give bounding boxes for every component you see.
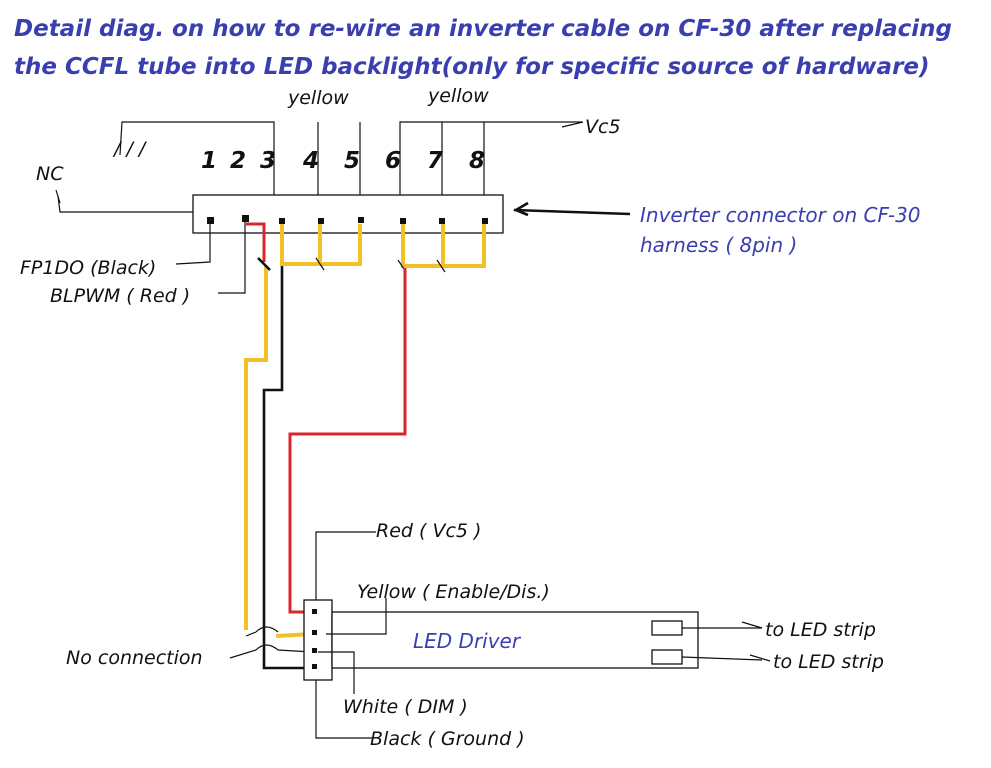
label-no-connection: No connection [66,647,203,669]
driver-connector [303,599,333,681]
red-wire-vc5 [288,268,407,614]
label-black-ground: Black ( Ground ) [370,728,525,750]
label-yellow-right: yellow [427,85,489,107]
blpwm-wire [218,222,246,294]
top-bus-lines [119,121,584,195]
pin-number-1: 1 [201,148,217,174]
ground-symbol: / / / [112,138,148,160]
pin-number-7: 7 [427,148,443,174]
label-fp1do: FP1DO (Black) [20,257,156,279]
driver-connector-pins [312,609,317,669]
label-to-led-strip-2: to LED strip [773,651,884,673]
white-label-leader [318,651,355,694]
connector-arrow [513,208,631,216]
nc-wire [57,195,210,213]
connector-label-1: Inverter connector on CF-30 [640,203,921,227]
yellow-bridges [280,224,486,273]
connector-pins [207,215,488,224]
label-vc5: Vc5 [585,116,621,138]
connector-label-2: harness ( 8pin ) [640,233,797,257]
label-blpwm: BLPWM ( Red ) [50,285,190,307]
black-label-leader [315,680,372,739]
label-red-vc5: Red ( Vc5 ) [376,520,481,542]
no-connection-hops [229,626,313,659]
led-driver-label: LED Driver [413,629,522,653]
pin-number-2: 2 [230,148,246,174]
output-terminal-2 [651,649,683,665]
yellow-wire-long [244,266,268,630]
red-wire-pin2 [246,222,266,262]
label-white-dim: White ( DIM ) [343,696,468,718]
title-line-2: the CCFL tube into LED backlight(only fo… [14,54,930,80]
pin-number-6: 6 [385,148,401,174]
inverter-connector [192,194,504,234]
output-terminal-1 [651,620,683,636]
black-wire [262,266,312,670]
pin-number-5: 5 [344,148,360,174]
led-driver-box [331,611,699,669]
label-nc: NC [36,163,64,185]
label-to-led-strip-1: to LED strip [765,619,876,641]
fp1do-wire [175,224,211,265]
yellow-label-leader [326,598,387,635]
pin-number-3: 3 [260,148,276,174]
pin-number-8: 8 [469,148,485,174]
title-line-1: Detail diag. on how to re-wire an invert… [14,16,952,42]
label-yellow-enable: Yellow ( Enable/Dis.) [357,581,550,603]
red-label-leader [315,531,376,600]
pin-number-4: 4 [302,148,319,174]
label-yellow-left: yellow [287,87,349,109]
